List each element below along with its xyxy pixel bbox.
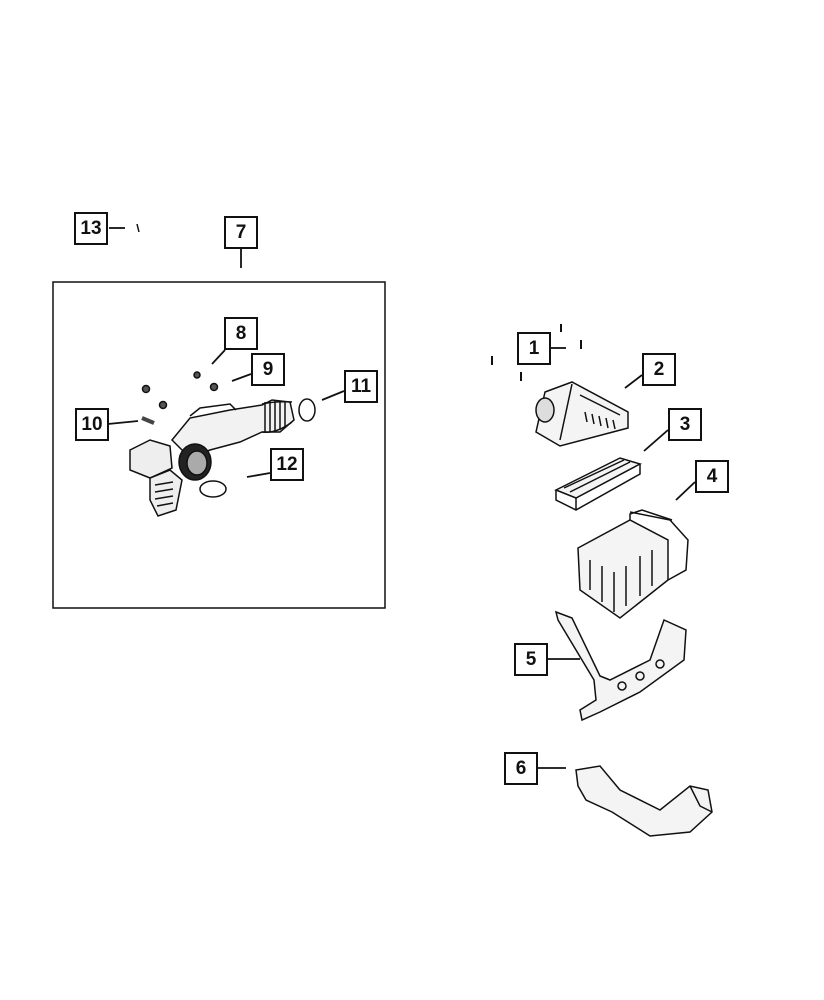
clamp-11-icon [298, 398, 316, 422]
air-duct-assembly-icon [129, 399, 295, 517]
callout-11[interactable]: 11 [344, 370, 378, 403]
air-cleaner-housing-icon [577, 509, 689, 619]
callout-6[interactable]: 6 [504, 752, 538, 785]
stud-icon [141, 416, 155, 425]
screws-1-icon [491, 324, 582, 381]
clamp-12-icon [199, 480, 227, 498]
callout-3[interactable]: 3 [668, 408, 702, 441]
callout-1[interactable]: 1 [517, 332, 551, 365]
assembly-frame [52, 281, 386, 609]
air-cleaner-cover-icon [535, 381, 629, 447]
callout-5[interactable]: 5 [514, 643, 548, 676]
callout-2[interactable]: 2 [642, 353, 676, 386]
callout-7[interactable]: 7 [224, 216, 258, 249]
leader-lines [107, 227, 696, 769]
bracket-icon [554, 610, 687, 722]
callout-13[interactable]: 13 [74, 212, 108, 245]
nuts-icon [141, 371, 219, 410]
callout-10[interactable]: 10 [75, 408, 109, 441]
callout-4[interactable]: 4 [695, 460, 729, 493]
air-inlet-duct-icon [575, 765, 713, 837]
air-filter-icon [554, 457, 642, 511]
screw-13-icon [136, 223, 140, 233]
callout-12[interactable]: 12 [270, 448, 304, 481]
callout-8[interactable]: 8 [224, 317, 258, 350]
callout-9[interactable]: 9 [251, 353, 285, 386]
